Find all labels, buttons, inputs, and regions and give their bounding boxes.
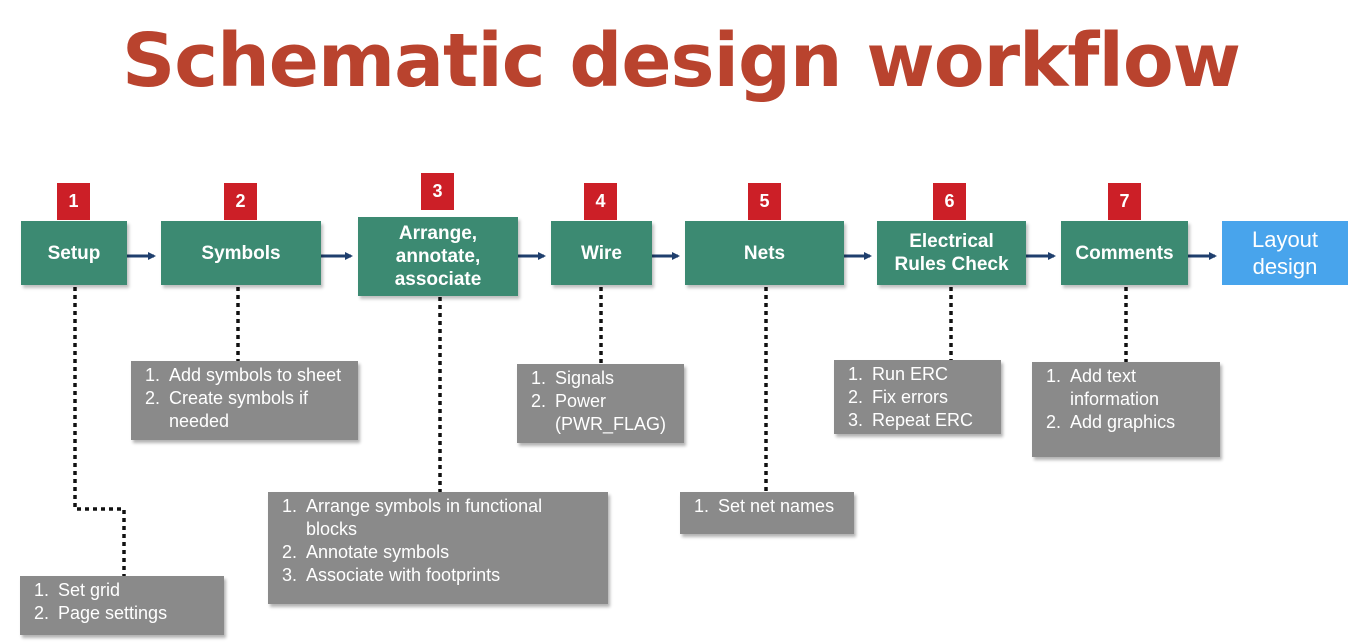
note-item: Arrange symbols in functional blocks bbox=[302, 495, 568, 541]
note-item: Add graphics bbox=[1066, 411, 1190, 434]
step-electrical-rules-check: Electrical Rules Check bbox=[877, 221, 1026, 285]
step-label: Setup bbox=[47, 242, 101, 264]
step-6-number: 6 bbox=[933, 183, 966, 220]
note-arrange: Arrange symbols in functional blocks Ann… bbox=[268, 492, 608, 604]
note-item: Add symbols to sheet bbox=[165, 364, 352, 387]
note-nets: Set net names bbox=[680, 492, 854, 534]
page-title: Schematic design workflow bbox=[121, 18, 1241, 104]
step-label: Electrical Rules Check bbox=[894, 231, 1009, 275]
note-item: Signals bbox=[551, 367, 654, 390]
note-erc: Run ERC Fix errors Repeat ERC bbox=[834, 360, 1001, 434]
step-nets: Nets bbox=[685, 221, 844, 285]
step-2-number: 2 bbox=[224, 183, 257, 220]
dotted-link-1 bbox=[73, 287, 126, 576]
step-7-number: 7 bbox=[1108, 183, 1141, 220]
step-label: Layout design bbox=[1251, 227, 1319, 279]
note-setup: Set grid Page settings bbox=[20, 576, 224, 635]
step-1-number: 1 bbox=[57, 183, 90, 220]
step-symbols: Symbols bbox=[161, 221, 321, 285]
step-label: Nets bbox=[743, 242, 786, 264]
step-5-number: 5 bbox=[748, 183, 781, 220]
note-item: Power (PWR_FLAG) bbox=[551, 390, 666, 436]
note-item: Set grid bbox=[54, 579, 218, 602]
note-item: Run ERC bbox=[868, 363, 995, 386]
step-setup: Setup bbox=[21, 221, 127, 285]
note-comments: Add text information Add graphics bbox=[1032, 362, 1220, 457]
note-item: Associate with footprints bbox=[302, 564, 568, 587]
step-comments: Comments bbox=[1061, 221, 1188, 285]
step-label: Symbols bbox=[201, 242, 281, 264]
note-item: Add text information bbox=[1066, 365, 1190, 411]
step-layout-design: Layout design bbox=[1222, 221, 1348, 285]
step-wire: Wire bbox=[551, 221, 652, 285]
step-label: Comments bbox=[1075, 242, 1174, 264]
note-wire: Signals Power (PWR_FLAG) bbox=[517, 364, 684, 443]
note-item: Page settings bbox=[54, 602, 218, 625]
note-item: Annotate symbols bbox=[302, 541, 568, 564]
step-arrange-annotate-associate: Arrange, annotate, associate bbox=[358, 217, 518, 296]
note-item: Repeat ERC bbox=[868, 409, 995, 432]
step-3-number: 3 bbox=[421, 173, 454, 210]
note-item: Create symbols if needed bbox=[165, 387, 352, 433]
step-label: Arrange, annotate, associate bbox=[394, 223, 482, 290]
step-label: Wire bbox=[580, 242, 622, 264]
note-item: Set net names bbox=[714, 495, 848, 518]
note-symbols: Add symbols to sheet Create symbols if n… bbox=[131, 361, 358, 440]
step-4-number: 4 bbox=[584, 183, 617, 220]
note-item: Fix errors bbox=[868, 386, 995, 409]
